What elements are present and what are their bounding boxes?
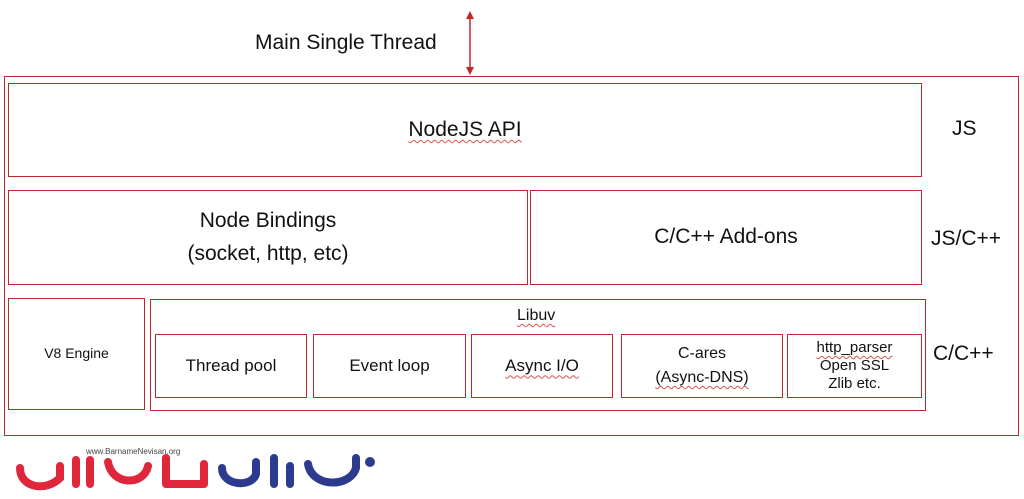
libuv-item-label: http_parser bbox=[816, 339, 893, 356]
libuv-item-label: Thread pool bbox=[185, 356, 277, 376]
arrow-icon bbox=[466, 11, 474, 75]
addons-box: C/C++ Add-ons bbox=[530, 190, 922, 285]
watermark-url: www.BarnameNevisan.org bbox=[86, 447, 181, 456]
diagram-title: Main Single Thread bbox=[255, 31, 437, 54]
libuv-item-async-io: Async I/O bbox=[471, 334, 613, 398]
libuv-item-label: Async I/O bbox=[505, 356, 579, 376]
nodejs-api-label: NodeJS API bbox=[408, 117, 522, 141]
libuv-item-label: (Async-DNS) bbox=[655, 369, 749, 386]
libuv-item-label: Open SSL bbox=[819, 357, 890, 374]
nodejs-api-box: NodeJS API bbox=[8, 83, 922, 177]
outer-frame bbox=[4, 76, 1019, 436]
v8-engine-box: V8 Engine bbox=[8, 298, 145, 410]
libuv-title: Libuv bbox=[517, 307, 556, 324]
v8-engine-label: V8 Engine bbox=[44, 345, 109, 362]
libuv-item-label: Zlib etc. bbox=[828, 375, 881, 392]
libuv-item-event-loop: Event loop bbox=[313, 334, 466, 398]
libuv-item-label: C-ares bbox=[677, 345, 726, 362]
libuv-item-label: Event loop bbox=[349, 356, 430, 376]
libuv-item-thread-pool: Thread pool bbox=[155, 334, 307, 398]
watermark-logo: www.BarnameNevisan.org bbox=[16, 444, 386, 494]
addons-label: C/C++ Add-ons bbox=[654, 225, 798, 249]
libuv-item-http-parser: http_parser Open SSL Zlib etc. bbox=[787, 334, 922, 398]
side-label-js-cpp: JS/C++ bbox=[931, 227, 1002, 250]
node-bindings-subtitle: (socket, http, etc) bbox=[187, 241, 349, 265]
node-bindings-title: Node Bindings bbox=[199, 209, 337, 233]
logo-graphic bbox=[16, 454, 375, 491]
libuv-item-c-ares: C-ares (Async-DNS) bbox=[621, 334, 783, 398]
side-label-cpp: C/C++ bbox=[933, 342, 994, 365]
node-bindings-box: Node Bindings (socket, http, etc) bbox=[8, 190, 528, 285]
side-label-js: JS bbox=[952, 117, 977, 140]
